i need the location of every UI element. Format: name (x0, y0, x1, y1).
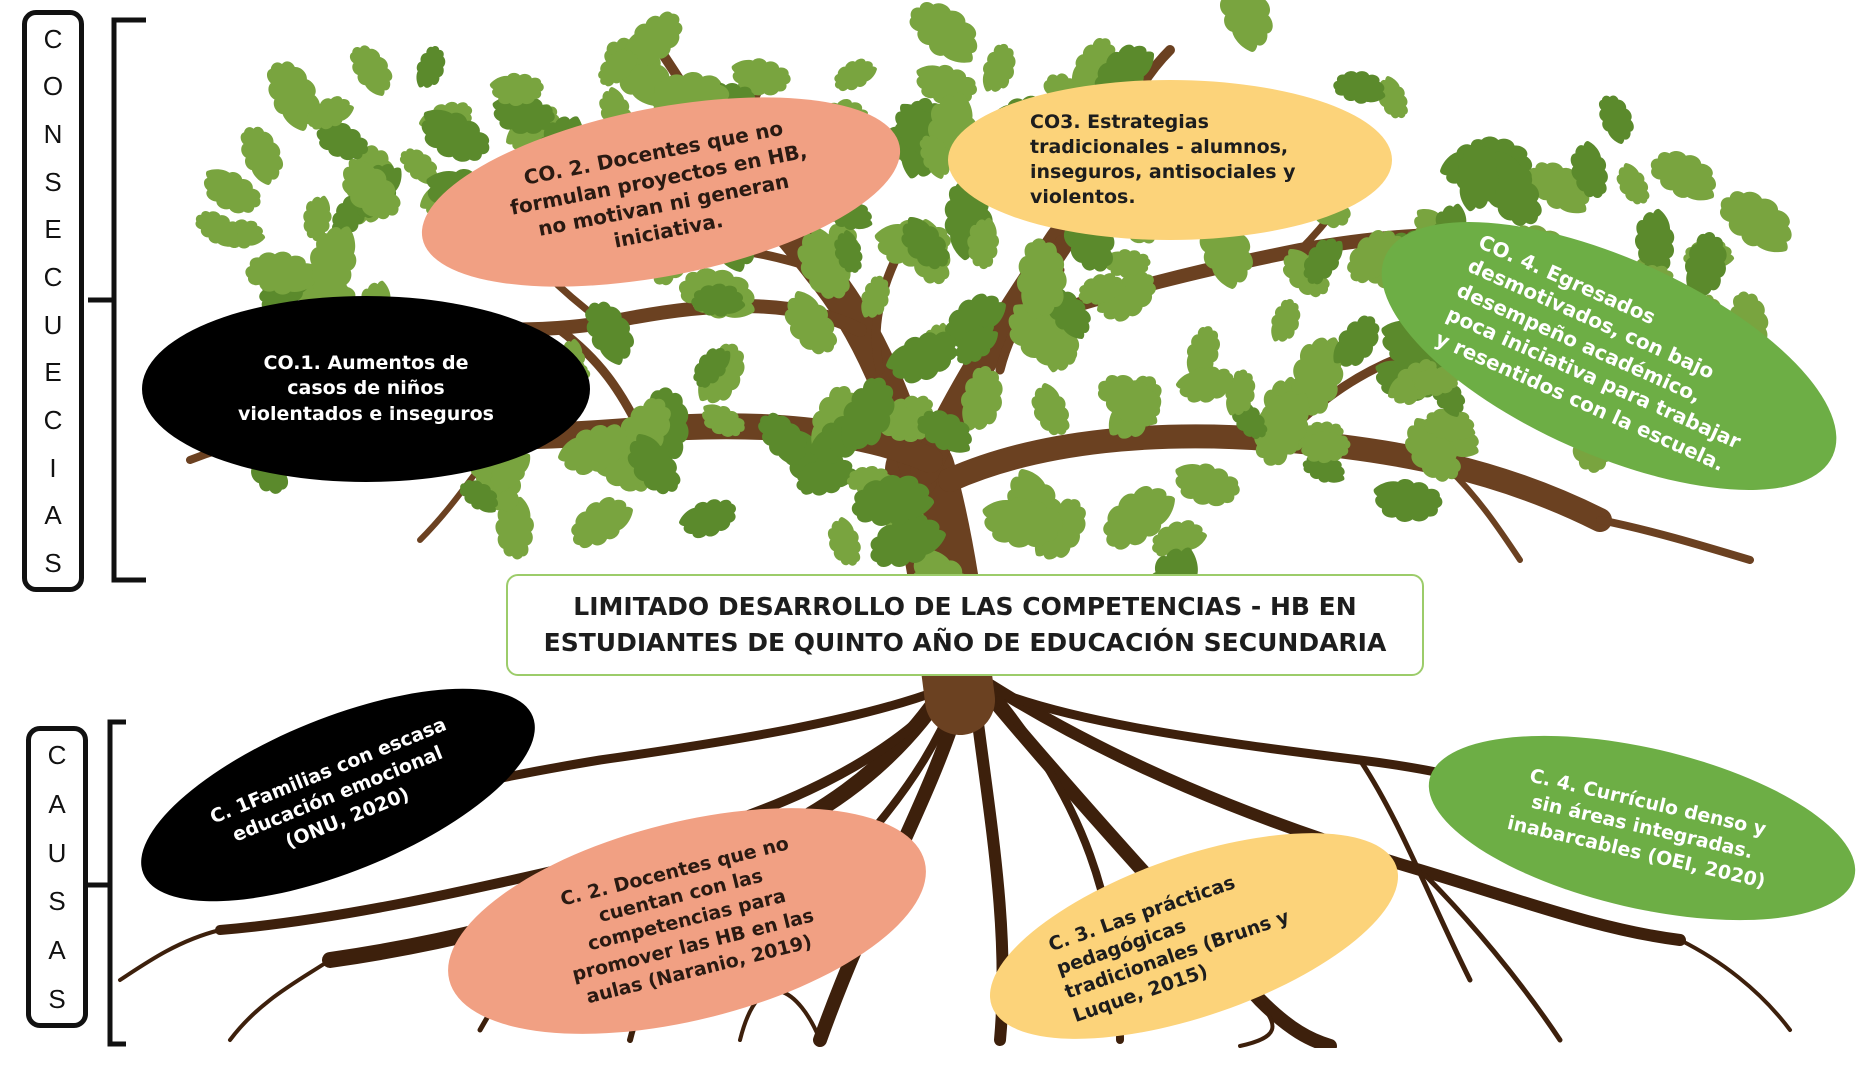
branch (1596, 516, 1754, 564)
consequence-co1-text: CO.1. Aumentos de casos de niños violent… (238, 352, 494, 425)
consequences-letter: C (43, 262, 63, 293)
leaf (412, 42, 450, 93)
leaf (828, 51, 881, 99)
root (118, 928, 222, 982)
leaf (674, 489, 743, 547)
causes-letter: S (48, 983, 66, 1014)
root (228, 958, 332, 1042)
leaf (898, 0, 991, 73)
cause-c2-text: C. 2. Docentes que no cuentan con las co… (558, 832, 816, 1008)
leaf (1609, 158, 1657, 211)
consequences-letter: C (43, 23, 63, 54)
consequences-bracket (88, 17, 146, 583)
leaf (561, 485, 640, 560)
causes-letter: S (48, 886, 66, 917)
leaf (1643, 142, 1725, 209)
causes-letter: A (48, 788, 66, 819)
causes-letter: C (47, 740, 67, 771)
leaf (1206, 0, 1285, 58)
leaf (978, 40, 1020, 97)
root (1678, 938, 1792, 1032)
root (1238, 998, 1275, 1048)
leaf (1590, 88, 1642, 148)
consequence-co1: CO.1. Aumentos de casos de niños violent… (142, 296, 590, 482)
consequence-co3-text: CO3. Estrategias tradicionales - alumnos… (1030, 110, 1296, 209)
central-problem: LIMITADO DESARROLLO DE LAS COMPETENCIAS … (506, 574, 1424, 676)
root (1417, 867, 1563, 1043)
leaf (1372, 477, 1444, 524)
leaf (340, 37, 402, 102)
causes-letter: A (48, 934, 66, 965)
central-problem-text: LIMITADO DESARROLLO DE LAS COMPETENCIAS … (543, 591, 1387, 657)
consequences-letter: C (43, 405, 63, 436)
branch (1447, 467, 1523, 563)
consequences-letter: U (43, 309, 63, 340)
consequences-letter: E (44, 214, 62, 245)
leaf (1023, 378, 1079, 443)
cause-c4-text: C. 4. Currículo denso y sin áreas integr… (1505, 765, 1769, 893)
consequences-letter: N (43, 119, 63, 150)
consequence-co3: CO3. Estrategias tradicionales - alumnos… (948, 80, 1392, 240)
causes-bracket (86, 719, 126, 1047)
consequences-letter: S (44, 166, 62, 197)
leaf (1266, 295, 1305, 346)
consequences-letter: I (49, 452, 57, 483)
consequences-letter: E (44, 357, 62, 388)
leaf (820, 513, 869, 572)
leaf (1332, 69, 1387, 106)
consequence-co2-text: CO. 2. Docentes que no formulan proyecto… (508, 116, 809, 254)
leaf (244, 250, 315, 296)
consequences-letter: O (42, 71, 64, 102)
leaf (1170, 458, 1244, 511)
consequences-letter: S (44, 548, 62, 579)
causes-letter: U (47, 837, 67, 868)
root (1357, 757, 1473, 983)
consequences-letter: A (44, 500, 62, 531)
